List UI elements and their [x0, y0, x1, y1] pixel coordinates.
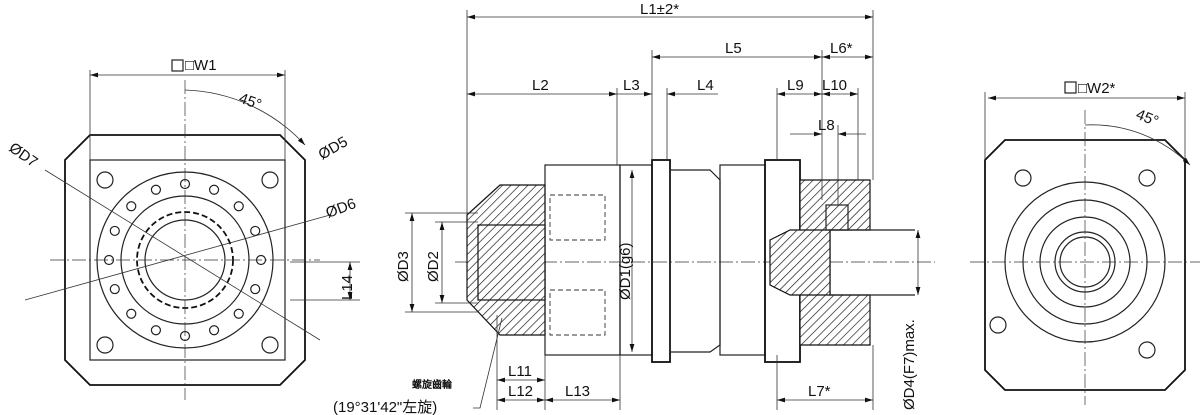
l8-label: L8 — [818, 117, 835, 134]
bolt-hole — [208, 184, 220, 195]
gear-note: 螺旋齒輪 — [412, 378, 453, 391]
d7-label: ØD7 — [6, 139, 41, 171]
rear-view: □W2* 45° — [970, 80, 1200, 405]
l1-label: L1±2* — [640, 1, 679, 18]
l14-label: L14 — [339, 275, 356, 300]
input-pinion-section — [477, 224, 546, 301]
bolt-hole — [233, 308, 244, 319]
bolt-hole — [109, 225, 120, 237]
w1-label: □W1 — [185, 57, 217, 74]
bolt-hole — [250, 225, 261, 237]
l2-label: L2 — [532, 77, 549, 94]
d4-label: ØD4(F7)max. — [901, 319, 918, 410]
d2-label: ØD2 — [425, 251, 442, 282]
bolt-hole — [126, 201, 137, 212]
front-flange-outline — [64, 134, 306, 386]
l13-label: L13 — [565, 383, 590, 400]
l5-label: L5 — [725, 40, 742, 57]
rear-flange-outline — [984, 139, 1186, 391]
w2-label: □W2* — [1078, 80, 1116, 97]
d3-label: ØD3 — [395, 251, 412, 282]
bolt-hole — [150, 184, 162, 195]
l3-label: L3 — [623, 77, 640, 94]
bolt-hole — [150, 325, 162, 336]
output-flange — [651, 159, 671, 363]
bolt-hole — [126, 308, 137, 319]
l7-label: L7* — [808, 383, 831, 400]
bolt-hole — [208, 325, 220, 336]
front-view: □W1 45° ØD7 ØD5 ØD6 L14 — [6, 57, 360, 400]
bearing-housing — [544, 164, 621, 356]
output-shaft-section — [769, 229, 831, 296]
d6-label: ØD6 — [324, 195, 359, 222]
square-symbol — [171, 59, 184, 72]
d1-label: ØD1(g6) — [617, 242, 634, 300]
l6-label: L6* — [830, 40, 853, 57]
l10-label: L10 — [822, 77, 847, 94]
bolt-hole — [233, 201, 244, 212]
bolt-hole — [250, 283, 261, 295]
l9-label: L9 — [787, 77, 804, 94]
rear-angle-label: 45° — [1134, 106, 1161, 130]
l4-label: L4 — [697, 77, 714, 94]
bolt-hole — [109, 283, 120, 295]
side-view: L1±2* L5 L6* L2 L3 L4 L9 L10 L8 ØD3 ØD2 … — [333, 1, 935, 415]
front-angle-label: 45° — [237, 90, 264, 114]
helix-note: (19°31'42"左旋) — [333, 399, 437, 415]
d5-label: ØD5 — [316, 133, 351, 163]
l12-label: L12 — [508, 383, 533, 400]
l11-label: L11 — [508, 363, 532, 380]
